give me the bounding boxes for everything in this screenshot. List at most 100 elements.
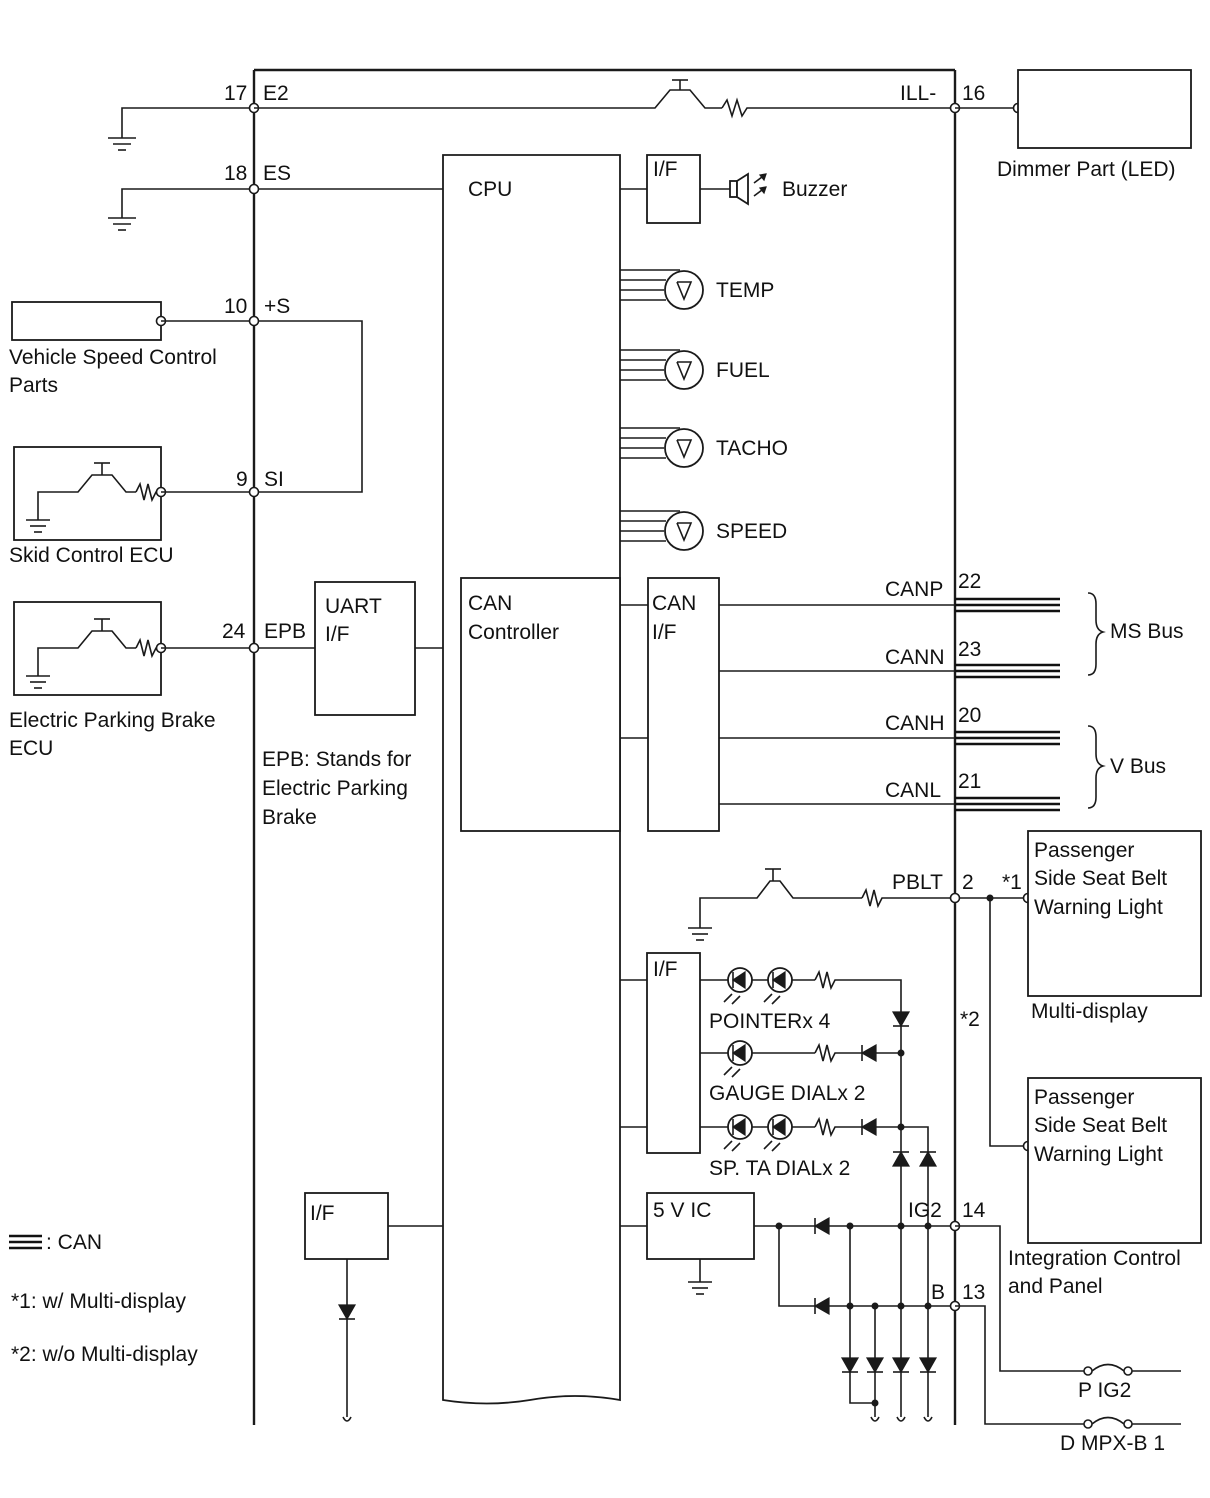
pin-number-18: 18 — [224, 162, 247, 185]
gauge-icon — [664, 270, 704, 310]
gauge-temp-label: TEMP — [716, 279, 774, 302]
vehicle-speed-box — [11, 301, 162, 341]
5v-ic-box — [646, 1192, 755, 1260]
pin-name-cann: CANN — [885, 646, 945, 669]
pin-name-b: B — [931, 1281, 945, 1304]
seatbelt-2-line3: Warning Light — [1034, 1143, 1163, 1166]
gauge-fuel-label: FUEL — [716, 359, 770, 382]
fuse-pig2-label: P IG2 — [1078, 1379, 1131, 1402]
gauge-fuel: FUEL — [620, 349, 770, 390]
integration-label-line1: Integration Control — [1008, 1247, 1181, 1270]
bottom-if-label: I/F — [310, 1202, 335, 1225]
gauge-icon — [664, 428, 704, 468]
buzzer-if-box — [646, 154, 701, 224]
v-bus-label: V Bus — [1110, 755, 1166, 778]
uart-if-label-line2: I/F — [325, 623, 350, 646]
epb-circuit: 24 EPB Electric Parking Brake ECU UART I… — [9, 581, 443, 829]
skid-control-label: Skid Control ECU — [9, 544, 174, 567]
ill-circuit: ILL- 16 Dimmer Part (LED) — [254, 69, 1192, 181]
pin-number-23: 23 — [958, 638, 981, 661]
pin-number-21: 21 — [958, 770, 981, 793]
pin-number-22: 22 — [958, 570, 981, 593]
5v-ic-label: 5 V IC — [653, 1199, 711, 1222]
pblt-circuit: PBLT 2 *1 Passenger Side Seat Belt Warni… — [688, 830, 1202, 1298]
e2-ground-circuit: 17 E2 — [108, 82, 289, 151]
buzzer-if-label: I/F — [653, 158, 678, 181]
can-controller-box — [460, 577, 621, 832]
gauge-temp: TEMP — [620, 269, 774, 310]
pin-number-16: 16 — [962, 82, 985, 105]
pin-name-canl: CANL — [885, 779, 941, 802]
pin-name-pblt: PBLT — [892, 871, 943, 894]
pin-name-canp: CANP — [885, 578, 943, 601]
epb-note-line2: Electric Parking — [262, 777, 408, 800]
can-bus-lines: MS Bus V Bus — [955, 592, 1184, 812]
multi-display-label: Multi-display — [1031, 1000, 1148, 1023]
gauge-icon — [664, 511, 704, 551]
pin-name-ill: ILL- — [900, 82, 936, 105]
pin-name-canh: CANH — [885, 712, 945, 735]
cpu-label: CPU — [468, 178, 512, 201]
pin-name-epb: EPB — [264, 620, 306, 643]
seatbelt-1-line1: Passenger — [1034, 839, 1134, 862]
fuse-dmpx-label: D MPX-B 1 — [1060, 1432, 1165, 1455]
gauge-icon — [664, 350, 704, 390]
buzzer-label: Buzzer — [782, 178, 847, 201]
seatbelt-2-line2: Side Seat Belt — [1034, 1114, 1167, 1137]
seatbelt-light-2-box — [1027, 1077, 1202, 1244]
ms-bus-brace — [1087, 592, 1106, 676]
meter-outline — [252, 68, 957, 1425]
pin-number-2: 2 — [962, 871, 974, 894]
gauge-tacho: TACHO — [620, 427, 788, 468]
pin-name-ig2: IG2 — [908, 1199, 942, 1222]
vehicle-speed-label-line1: Vehicle Speed Control — [9, 346, 217, 369]
pin-number-14: 14 — [962, 1199, 986, 1222]
seatbelt-1-line2: Side Seat Belt — [1034, 867, 1167, 890]
gauge-tacho-label: TACHO — [716, 437, 788, 460]
pointer-label: POINTERx 4 — [709, 1010, 831, 1033]
epb-ecu-label-line1: Electric Parking Brake — [9, 709, 216, 732]
integration-label-line2: and Panel — [1008, 1275, 1103, 1298]
epb-ecu-box — [13, 601, 162, 696]
ms-bus-label: MS Bus — [1110, 620, 1184, 643]
can-if-label-line1: CAN — [652, 592, 696, 615]
pin-number-17: 17 — [224, 82, 247, 105]
can-legend-label: : CAN — [46, 1231, 102, 1254]
power-circuit: 5 V IC IG2 14 B 13 — [620, 1192, 1181, 1455]
led-if-label: I/F — [653, 958, 678, 981]
skid-control-circuit: 9 SI Skid Control ECU — [9, 446, 284, 567]
pin-name-s: +S — [264, 295, 290, 318]
gauge-dial-label: GAUGE DIALx 2 — [709, 1082, 865, 1105]
epb-note-line3: Brake — [262, 806, 317, 829]
seatbelt-light-1-box — [1027, 830, 1202, 997]
gauge-speed: SPEED — [620, 510, 787, 551]
dimmer-part-box — [1017, 69, 1192, 149]
led-if-box — [646, 952, 701, 1154]
epb-ecu-label-line2: ECU — [9, 737, 53, 760]
vehicle-speed-circuit: 10 +S Vehicle Speed Control Parts — [9, 295, 363, 493]
v-bus-brace — [1087, 725, 1106, 809]
marker-1: *1 — [1002, 871, 1022, 894]
pin-name-es: ES — [263, 162, 291, 185]
vehicle-speed-label-line2: Parts — [9, 374, 58, 397]
uart-if-label-line1: UART — [325, 595, 382, 618]
bottom-if-circuit: I/F — [304, 1192, 443, 1422]
can-if-label-line2: I/F — [652, 621, 677, 644]
pin-name-si: SI — [264, 468, 284, 491]
note-2: *2: w/o Multi-display — [11, 1343, 198, 1366]
marker-2: *2 — [960, 1008, 980, 1031]
can-controller-label-line1: CAN — [468, 592, 512, 615]
pin-number-10: 10 — [224, 295, 247, 318]
seatbelt-1-line3: Warning Light — [1034, 896, 1163, 919]
legend: : CAN *1: w/ Multi-display *2: w/o Multi… — [9, 1231, 198, 1366]
gauge-speed-label: SPEED — [716, 520, 787, 543]
es-ground-circuit: 18 ES — [108, 162, 443, 231]
can-controller-label-line2: Controller — [468, 621, 559, 644]
bottom-if-box — [304, 1192, 389, 1260]
pin-name-e2: E2 — [263, 82, 289, 105]
buzzer-icon — [729, 180, 738, 198]
epb-note-line1: EPB: Stands for — [262, 748, 411, 771]
can-block: CAN Controller CAN I/F CANP 22 CANN 23 C… — [460, 570, 981, 832]
pin-number-9: 9 — [236, 468, 248, 491]
